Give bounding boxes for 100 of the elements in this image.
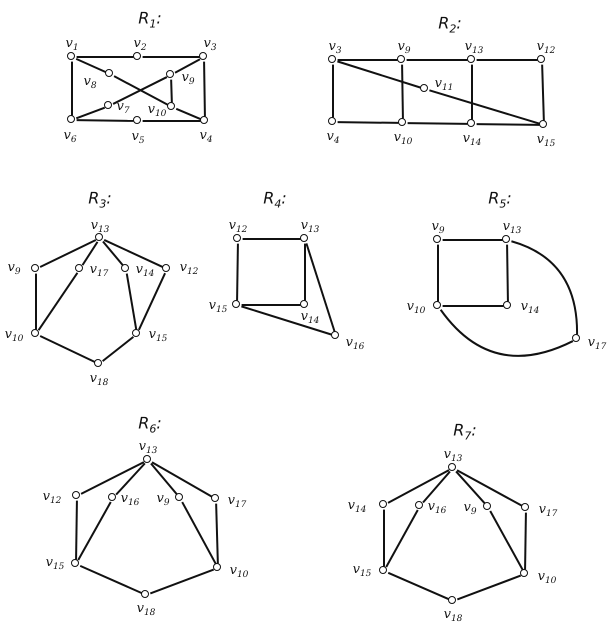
vertex-label: v$_{14}$ <box>520 300 540 316</box>
graph-edge <box>401 64 404 118</box>
vertex-label: v$_{14}$ <box>462 132 482 148</box>
vertex-circle <box>31 329 40 338</box>
graph-edge <box>455 470 486 504</box>
graph-edge <box>388 572 450 600</box>
graph-edge <box>152 461 212 498</box>
vertex-circle <box>328 117 336 126</box>
vertex-circle <box>420 84 428 92</box>
vertex-label: v$_{9}$ <box>431 220 445 236</box>
graph-edge <box>76 119 134 122</box>
vertex-label: v$_{13}$ <box>502 220 522 236</box>
graph-edge <box>181 502 217 564</box>
vertex-label: v$_{15}$ <box>536 133 556 149</box>
vertex-circle <box>398 118 406 126</box>
vertex-circle <box>232 300 240 308</box>
vertex-label: v$_{4}$ <box>199 129 213 145</box>
vertex-label: v$_{13}$ <box>444 448 462 464</box>
vertex-circle <box>132 329 140 338</box>
vertex-circle <box>520 569 528 578</box>
vertex-label: v$_{15}$ <box>208 299 228 315</box>
graph-edge <box>506 244 509 302</box>
graph-title: R$_{2}$: <box>438 16 462 34</box>
vertex-circle <box>572 334 580 342</box>
graph-edge <box>76 56 134 58</box>
vertex-circle <box>104 101 112 110</box>
graph-edge <box>456 469 522 507</box>
graph-edge <box>150 462 178 496</box>
vertex-circle <box>108 493 116 502</box>
graph-edge <box>138 272 166 330</box>
vertex-label: v$_{18}$ <box>444 608 462 624</box>
vertex-circle <box>31 264 40 272</box>
vertex-label: v$_{16}$ <box>120 492 140 508</box>
vertex-circle <box>448 463 456 472</box>
graph-edge <box>174 58 200 74</box>
vertex-label: v$_{9}$ <box>397 40 411 56</box>
graph-edge <box>215 504 219 564</box>
graph-edge <box>170 80 173 102</box>
vertex-circle <box>133 116 142 124</box>
graph-edge <box>338 121 398 124</box>
vertex-label: v$_{13}$ <box>90 219 110 235</box>
vertex-circle <box>143 455 152 464</box>
graph-edge <box>332 64 334 118</box>
vertex-label: v$_{1}$ <box>65 37 79 53</box>
graph-edge <box>338 59 398 61</box>
graph-edge <box>40 335 96 363</box>
vertex-label: v$_{14}$ <box>136 263 154 279</box>
vertex-label: v$_{9}$ <box>156 492 170 508</box>
vertex-label: v$_{15}$ <box>148 328 168 344</box>
vertex-circle <box>105 69 114 78</box>
vertex-circle <box>200 116 208 124</box>
vertex-circle <box>67 115 76 124</box>
vertex-circle <box>521 503 530 512</box>
graph-edge <box>408 122 468 125</box>
graph-edge <box>71 62 73 116</box>
graph-edge <box>541 64 545 120</box>
graph-edge <box>38 272 78 331</box>
graph-edge <box>176 108 202 120</box>
graph-edge <box>304 244 306 300</box>
graph-title: R$_{3}$: <box>88 190 112 210</box>
vertex-label: v$_{17}$ <box>90 263 108 279</box>
vertex-label: v$_{7}$ <box>116 100 130 116</box>
graph-edge <box>104 239 164 268</box>
graph-title: R$_{4}$: <box>263 190 287 210</box>
vertex-label: v$_{13}$ <box>464 40 484 56</box>
graph-edge <box>80 461 144 495</box>
graph-edge <box>442 239 502 241</box>
vertex-label: v$_{15}$ <box>46 556 64 572</box>
vertex-circle <box>328 55 336 64</box>
vertex-label: v$_{2}$ <box>133 37 147 53</box>
graph-edge <box>236 244 239 300</box>
vertex-circle <box>199 52 208 60</box>
vertex-circle <box>433 301 442 310</box>
vertex-label: v$_{15}$ <box>352 563 372 579</box>
vertex-label: v$_{17}$ <box>228 494 246 510</box>
graph-title: R$_{6}$: <box>138 416 162 434</box>
graph-title: R$_{1}$: <box>138 10 162 30</box>
graph-edge <box>242 238 300 240</box>
vertex-label: v$_{13}$ <box>300 219 320 235</box>
vertex-circle <box>415 501 424 510</box>
graph-edge <box>337 60 421 89</box>
graph-edge <box>429 89 540 125</box>
vertex-label: v$_{12}$ <box>180 261 198 277</box>
vertex-circle <box>121 264 130 272</box>
vertex-label: v$_{4}$ <box>326 130 340 146</box>
vertex-circle <box>300 234 308 242</box>
vertex-circle <box>331 331 340 340</box>
vertex-label: v$_{13}$ <box>138 440 158 456</box>
vertex-circle <box>537 55 546 64</box>
vertex-circle <box>502 235 510 244</box>
vertex-circle <box>448 596 456 604</box>
graph-edge <box>126 273 138 330</box>
vertex-circle <box>71 559 80 568</box>
graph-title: R$_{7}$: <box>453 422 477 442</box>
vertex-label: v$_{8}$ <box>83 75 97 91</box>
vertex-circle <box>379 500 388 508</box>
graph-edge <box>388 469 450 504</box>
vertex-label: v$_{12}$ <box>228 219 248 235</box>
vertex-label: v$_{10}$ <box>394 131 412 147</box>
vertex-circle <box>379 566 388 574</box>
